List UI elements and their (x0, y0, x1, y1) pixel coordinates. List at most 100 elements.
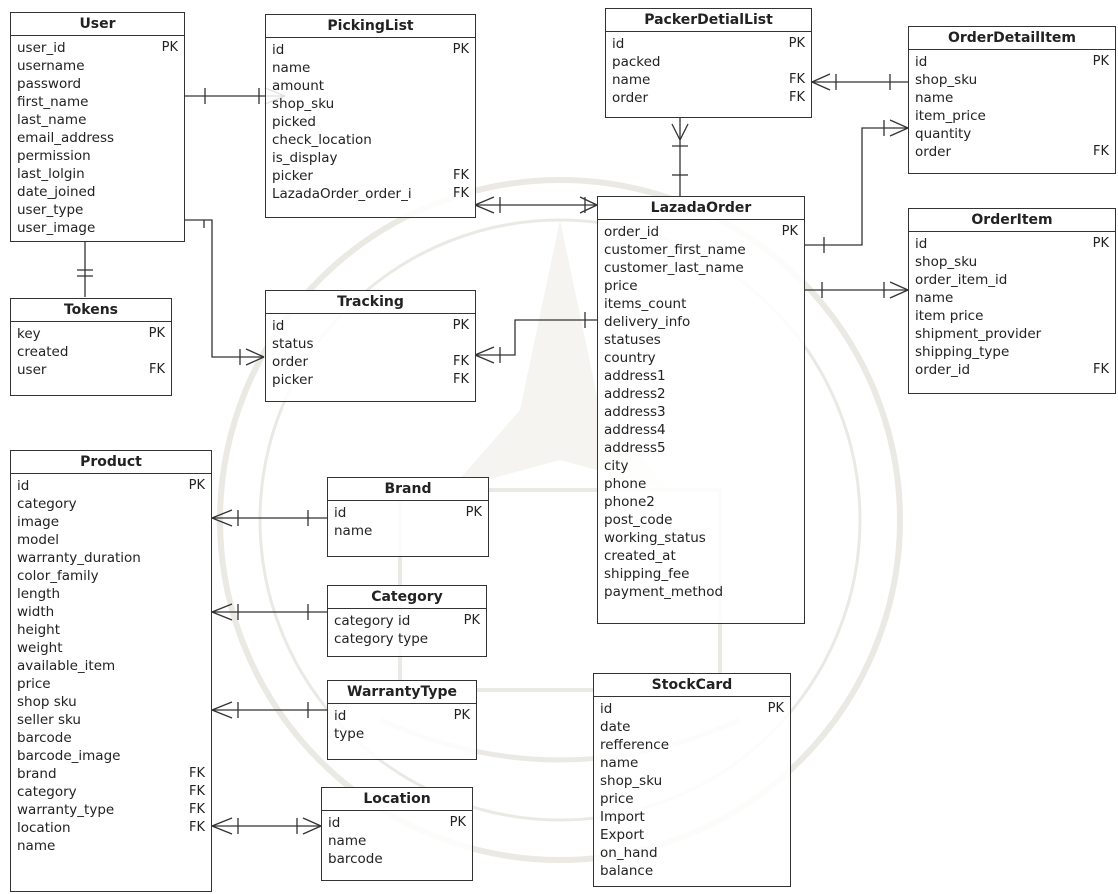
entity-title: PickingList (266, 15, 475, 38)
attribute-name: barcode (17, 730, 72, 746)
attribute-key (463, 131, 469, 149)
attribute-key (199, 495, 205, 513)
attribute-list: category id PK category type (328, 609, 486, 652)
attribute-key (199, 747, 205, 765)
attribute-key (172, 183, 178, 201)
attribute-name: category type (334, 631, 429, 647)
attribute-row: created_at (604, 547, 798, 565)
attribute-key (792, 367, 798, 385)
attribute-name: status (272, 336, 314, 352)
attribute-name: refference (600, 737, 670, 753)
attribute-name: category id (334, 613, 411, 629)
attribute-name: user_id (17, 40, 66, 56)
attribute-key (172, 129, 178, 147)
attribute-name: created (17, 344, 69, 360)
attribute-key: FK (188, 802, 205, 817)
attribute-row: shop_sku (915, 71, 1109, 89)
attribute-key: PK (452, 318, 469, 333)
attribute-key (792, 529, 798, 547)
attribute-name: brand (17, 766, 57, 782)
attribute-row: amount (272, 77, 469, 95)
attribute-row: working_status (604, 529, 798, 547)
attribute-row: category type (334, 630, 480, 648)
attribute-key (1103, 307, 1109, 325)
attribute-key (172, 75, 178, 93)
attribute-row: name (915, 89, 1109, 107)
attribute-key (172, 93, 178, 111)
attribute-name: id (272, 42, 285, 58)
attribute-name: key (17, 326, 41, 342)
attribute-row: name (272, 59, 469, 77)
attribute-row: height (17, 621, 205, 639)
attribute-row: price (600, 790, 784, 808)
attribute-key (463, 335, 469, 353)
attribute-row: shop_sku (915, 253, 1109, 271)
attribute-row: country (604, 349, 798, 367)
attribute-row: address3 (604, 403, 798, 421)
attribute-name: barcode_image (17, 748, 121, 764)
attribute-name: shop sku (17, 694, 77, 710)
attribute-key (1103, 289, 1109, 307)
attribute-row: category (17, 495, 205, 513)
attribute-name: email_address (17, 130, 115, 146)
attribute-name: delivery_info (604, 314, 691, 330)
attribute-key (778, 790, 784, 808)
attribute-name: weight (17, 640, 63, 656)
attribute-row: color_family (17, 567, 205, 585)
attribute-row: length (17, 585, 205, 603)
attribute-name: address3 (604, 404, 666, 420)
attribute-row: balance (600, 862, 784, 880)
attribute-row: items_count (604, 295, 798, 313)
attribute-key: PK (463, 613, 480, 628)
attribute-row: name (334, 522, 482, 540)
attribute-name: check_location (272, 132, 372, 148)
attribute-name: items_count (604, 296, 687, 312)
attribute-name: address2 (604, 386, 666, 402)
attribute-row: barcode_image (17, 747, 205, 765)
attribute-row: date_joined (17, 183, 178, 201)
attribute-name: user (17, 362, 47, 378)
attribute-key (159, 343, 165, 361)
attribute-row: item_price (915, 107, 1109, 125)
entity-title: Tracking (266, 291, 475, 314)
attribute-name: packed (612, 54, 661, 70)
attribute-key (199, 567, 205, 585)
attribute-row: check_location (272, 131, 469, 149)
attribute-row: shop sku (17, 693, 205, 711)
attribute-name: address5 (604, 440, 666, 456)
attribute-key: PK (781, 224, 798, 239)
attribute-key (792, 475, 798, 493)
attribute-row: created (17, 343, 165, 361)
attribute-name: name (600, 755, 639, 771)
attribute-name: username (17, 58, 85, 74)
attribute-row: shop_sku (600, 772, 784, 790)
attribute-key (792, 277, 798, 295)
attribute-name: first_name (17, 94, 89, 110)
attribute-key (1103, 125, 1109, 143)
attribute-name: created_at (604, 548, 676, 564)
attribute-key (792, 259, 798, 277)
